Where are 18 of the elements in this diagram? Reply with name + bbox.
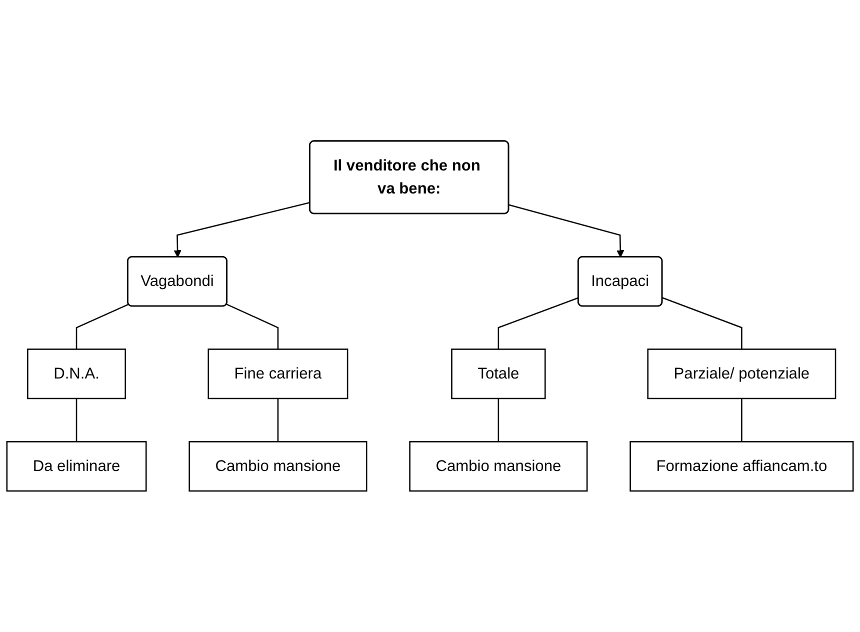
node-box: Cambio mansione xyxy=(409,441,588,492)
connector xyxy=(277,398,279,442)
node-box: Fine carriera xyxy=(208,348,348,400)
node-box: Formazione affiancam.to xyxy=(630,441,854,492)
connector xyxy=(662,297,742,350)
connector xyxy=(76,304,129,350)
node-box: Parziale/ potenziale xyxy=(647,348,836,400)
connector xyxy=(498,297,579,350)
node-box: Totale xyxy=(451,348,546,400)
connector xyxy=(741,398,742,442)
arrow xyxy=(174,202,310,258)
connector xyxy=(498,398,500,442)
node-box: Cambio mansione xyxy=(188,441,368,492)
node-box: Da eliminare xyxy=(6,441,147,492)
arrow xyxy=(508,204,624,258)
connector xyxy=(226,304,279,350)
connector xyxy=(76,398,78,442)
node-box: D.N.A. xyxy=(27,348,126,400)
